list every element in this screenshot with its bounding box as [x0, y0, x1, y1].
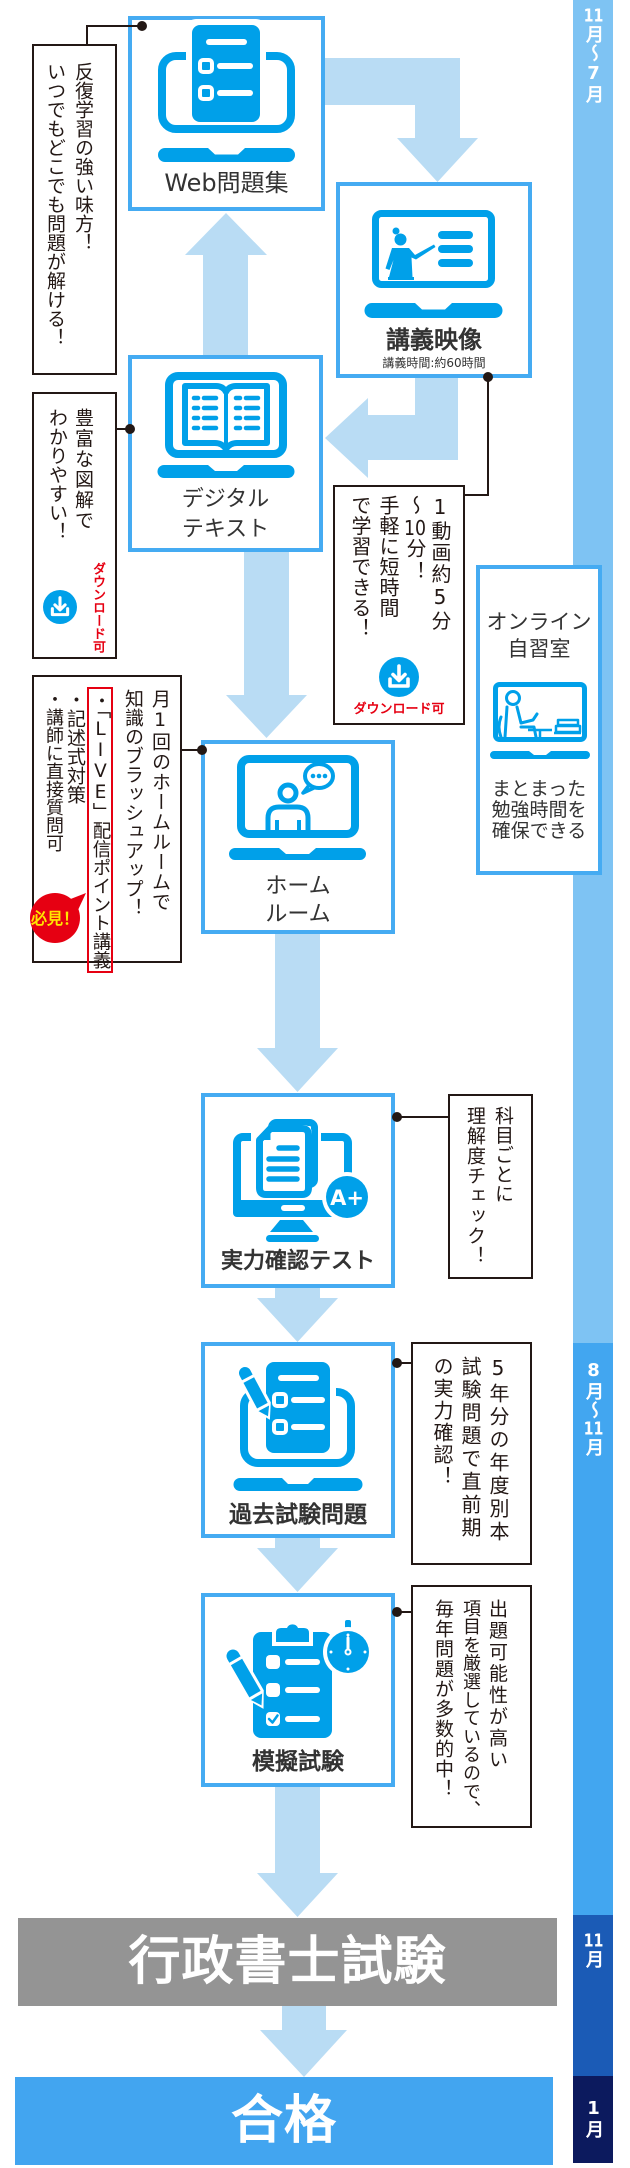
note-mock-exam: 出題可能性が高い 項目を厳選しているので、 毎年問題が多数的中！ [411, 1585, 532, 1828]
video-chat-icon [229, 755, 366, 860]
note-line: で学習できる！ [348, 495, 372, 639]
exam-banner: 行政書士試験 [18, 1918, 557, 2006]
note-line: 出題可能性が高い [486, 1599, 508, 1771]
step-label: 講義映像 [386, 326, 482, 354]
note-line: 5年分の年度別本 [486, 1356, 510, 1544]
note-bullet: ・講師に直接質問可 [43, 690, 64, 852]
arrow-exam-to-pass [260, 2006, 347, 2077]
description-line: 確保できる [491, 820, 587, 842]
note-line: 1動画約5分 [428, 495, 452, 632]
laptop-exam-pencil-icon [233, 1356, 363, 1491]
must-see-badge: 必見！ [30, 893, 86, 943]
lecture-monitor-icon [364, 210, 503, 318]
timeline-label: 11月 [583, 1932, 604, 1969]
note-line: わかりやすい！ [46, 408, 68, 541]
timeline-segment-jan: 1月 [573, 2076, 613, 2163]
note-line: 毎年問題が多数的中！ [432, 1599, 454, 1799]
note-skill-test: 科目ごとに 理解度チェック！ [448, 1094, 533, 1279]
description-line: 勉強時間を [491, 799, 587, 821]
note-line: 科目ごとに [492, 1106, 514, 1204]
arrow-digital-text-to-web-quiz [185, 213, 267, 355]
arrow-digital-text-to-homeroom [226, 552, 307, 738]
note-line: の実力確認！ [430, 1356, 454, 1488]
note-lecture-video: 1動画約5分 〜10分！ 手軽に短時間 で学習できる！ ダウンロード可 [333, 485, 465, 725]
step-label-line: デジタル [181, 487, 270, 512]
step-past-exams: 過去試験問題 [201, 1342, 395, 1538]
upright-number: 11 [583, 1420, 604, 1438]
arrow-mock-exam-to-exam [257, 1787, 338, 1917]
monitor-test-grade-icon: A+ [233, 1114, 372, 1242]
download-icon [379, 657, 419, 697]
timeline-label: 1月 [583, 2098, 604, 2139]
laptop-quiz-icon [158, 19, 295, 162]
step-label: 実力確認テスト [220, 1249, 375, 1274]
arrow-lecture-to-digital-text [325, 377, 458, 478]
note-past-exams: 5年分の年度別本 試験問題で直前期 の実力確認！ [411, 1342, 532, 1565]
step-label-line: テキスト [181, 517, 270, 542]
download-icon [43, 590, 77, 624]
timeline: 11月〜7月 8月〜11月 11月 1月 [573, 0, 613, 2163]
step-digital-text: デジタル テキスト [128, 355, 323, 552]
step-mock-exam: 模擬試験 [201, 1593, 395, 1787]
arrow-past-exams-to-mock-exam [257, 1538, 338, 1592]
note-homeroom: 月1回のホームルームで 知識のブラッシュアップ！ ・「LIVE」配信ポイント講義… [30, 675, 182, 974]
grade-badge-text: A+ [330, 1186, 364, 1210]
timeline-label: 11月〜7月 [583, 7, 604, 104]
note-line: 豊富な図解で [72, 408, 94, 531]
note-line: 手軽に短時間 [376, 495, 400, 618]
upright-number: 10 [404, 518, 426, 538]
lecture-duration: 講義時間:約60時間 [382, 356, 486, 370]
note-line: いつでもどこでも問題が解ける！ [44, 62, 66, 347]
download-available-label: ダウンロード可 [90, 562, 105, 653]
step-homeroom: ホーム ルーム [201, 740, 395, 934]
step-label-line: 自習室 [507, 637, 571, 661]
step-label: 模擬試験 [252, 1749, 344, 1775]
step-online-study-room: オンライン 自習室 まとまった 勉強時間を 確保できる [476, 565, 602, 875]
note-line: 知識のブラッシュアップ！ [122, 689, 144, 917]
laptop-book-icon [157, 372, 295, 478]
timeline-label: 8月〜11月 [583, 1360, 604, 1457]
note-line: 試験問題で直前期 [458, 1356, 482, 1540]
pass-banner-label: 合格 [230, 2091, 337, 2151]
description-line: まとまった [491, 778, 587, 800]
note-web-quiz: 反復学習の強い味方！ いつでもどこでも問題が解ける！ [32, 44, 117, 375]
arrow-skill-test-to-past-exams [257, 1288, 338, 1342]
step-label-line: ルーム [265, 902, 331, 927]
must-see-badge-text: 必見！ [30, 909, 79, 928]
study-desk-icon [490, 682, 590, 759]
note-line: 理解度チェック！ [464, 1106, 486, 1266]
upright-number: 11 [583, 1932, 604, 1950]
pass-banner: 合格 [15, 2077, 553, 2165]
timeline-segment-nov: 11月 [573, 1915, 613, 2076]
step-label: Web問題集 [164, 169, 289, 197]
step-label-line: オンライン [486, 610, 592, 634]
note-digital-text: 豊富な図解で わかりやすい！ ダウンロード可 [32, 392, 117, 659]
step-label: 過去試験問題 [229, 1502, 367, 1528]
step-label-line: ホーム [265, 874, 331, 899]
step-skill-test: A+ 実力確認テスト [201, 1093, 395, 1288]
arrow-web-quiz-to-lecture [325, 58, 478, 182]
live-lecture-highlight: ・「LIVE」配信ポイント講義 [87, 687, 113, 974]
note-line: 項目を厳選しているので、 [460, 1599, 481, 1819]
note-bullet: ・記述式対策 [64, 690, 86, 804]
exam-banner-label: 行政書士試験 [128, 1932, 447, 1992]
upright-number: 11 [583, 7, 604, 25]
clipboard-timer-icon [223, 1618, 373, 1738]
note-line: 〜10分！ [403, 495, 427, 584]
note-line: 月1回のホームルームで [149, 689, 171, 912]
step-lecture-video: 講義映像 講義時間:約60時間 [336, 182, 532, 378]
step-web-quiz: Web問題集 [128, 16, 325, 211]
download-available-label: ダウンロード可 [353, 702, 445, 717]
arrow-homeroom-to-skill-test [257, 934, 338, 1092]
note-line: 反復学習の強い味方！ [72, 62, 94, 252]
timeline-segment-aug-nov: 8月〜11月 [573, 1343, 613, 1915]
